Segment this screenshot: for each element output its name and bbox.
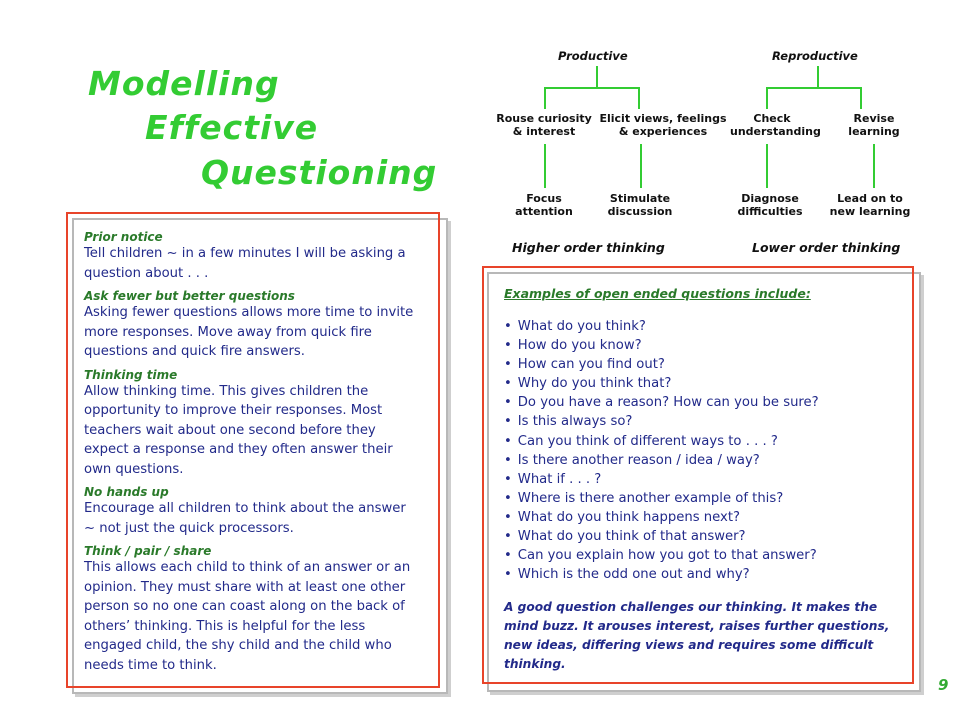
examples-heading: Examples of open ended questions include… xyxy=(504,286,811,301)
connector xyxy=(873,144,875,188)
tip-body: Allow thinking time. This gives children… xyxy=(84,383,393,477)
closing-statement: A good question challenges our thinking.… xyxy=(504,600,890,672)
higher-order-label: Higher order thinking xyxy=(512,240,665,255)
tip-section: Ask fewer but better questions Asking fe… xyxy=(84,289,420,362)
productive-label: Productive xyxy=(558,49,628,63)
connector xyxy=(596,66,598,88)
connector xyxy=(766,87,768,109)
list-item: Can you think of different ways to . . .… xyxy=(504,432,904,451)
diagnose-difficulties-label: Diagnose difficulties xyxy=(737,192,803,218)
title-line-1: Modelling xyxy=(88,64,280,103)
tip-heading: No hands up xyxy=(84,485,169,499)
page-number: 9 xyxy=(938,676,949,694)
connector xyxy=(766,87,862,89)
connector xyxy=(860,87,862,109)
tip-heading: Think / pair / share xyxy=(84,544,212,558)
question-list: What do you think? How do you know? How … xyxy=(504,317,904,584)
tip-body: This allows each child to think of an an… xyxy=(84,560,411,673)
revise-learning-label: Revise learning xyxy=(848,112,900,138)
list-item: How do you know? xyxy=(504,336,904,355)
lead-on-label: Lead on to new learning xyxy=(829,192,911,218)
lower-order-label: Lower order thinking xyxy=(752,240,901,255)
questioning-tips: Prior notice Tell children ~ in a few mi… xyxy=(84,230,420,681)
list-item: What if . . . ? xyxy=(504,470,904,489)
connector xyxy=(544,144,546,188)
left-panel-background xyxy=(72,218,448,694)
tip-heading: Prior notice xyxy=(84,230,163,244)
left-panel-frame xyxy=(66,212,440,688)
right-panel-frame xyxy=(482,266,914,684)
elicit-views-label: Elicit views, feelings & experiences xyxy=(599,112,727,138)
connector xyxy=(638,87,640,109)
list-item: Can you explain how you got to that answ… xyxy=(504,546,904,565)
list-item: How can you find out? xyxy=(504,355,904,374)
connector xyxy=(640,144,642,188)
stimulate-discussion-label: Stimulate discussion xyxy=(607,192,673,218)
tip-section: Prior notice Tell children ~ in a few mi… xyxy=(84,230,420,283)
tip-body: Encourage all children to think about th… xyxy=(84,501,406,536)
check-understanding-label: Check understanding xyxy=(730,112,821,138)
connector xyxy=(766,144,768,188)
connector xyxy=(544,87,640,89)
list-item: What do you think of that answer? xyxy=(504,527,904,546)
rouse-curiosity-label: Rouse curiosity & interest xyxy=(496,112,592,138)
connector xyxy=(544,87,546,109)
focus-attention-label: Focus attention xyxy=(515,192,573,218)
tip-heading: Thinking time xyxy=(84,367,178,382)
list-item: What do you think? xyxy=(504,317,904,336)
list-item: Where is there another example of this? xyxy=(504,489,904,508)
tip-section: Think / pair / share This allows each ch… xyxy=(84,544,420,675)
list-item: What do you think happens next? xyxy=(504,508,904,527)
title-line-2: Effective xyxy=(145,108,319,147)
reproductive-label: Reproductive xyxy=(772,49,858,63)
tip-section: Thinking time Allow thinking time. This … xyxy=(84,368,420,480)
tip-body: Tell children ~ in a few minutes I will … xyxy=(84,246,406,281)
questioning-diagram: Productive Reproductive Rouse curiosity … xyxy=(480,40,920,265)
list-item: Is there another reason / idea / way? xyxy=(504,451,904,470)
tip-heading: Ask fewer but better questions xyxy=(84,289,295,303)
tip-section: No hands up Encourage all children to th… xyxy=(84,485,420,538)
list-item: Which is the odd one out and why? xyxy=(504,565,904,584)
title-line-3: Questioning xyxy=(201,153,438,192)
open-questions-panel: Examples of open ended questions include… xyxy=(504,286,904,674)
tip-body: Asking fewer questions allows more time … xyxy=(84,305,414,359)
list-item: Is this always so? xyxy=(504,412,904,431)
list-item: Why do you think that? xyxy=(504,374,904,393)
connector xyxy=(817,66,819,88)
list-item: Do you have a reason? How can you be sur… xyxy=(504,393,904,412)
